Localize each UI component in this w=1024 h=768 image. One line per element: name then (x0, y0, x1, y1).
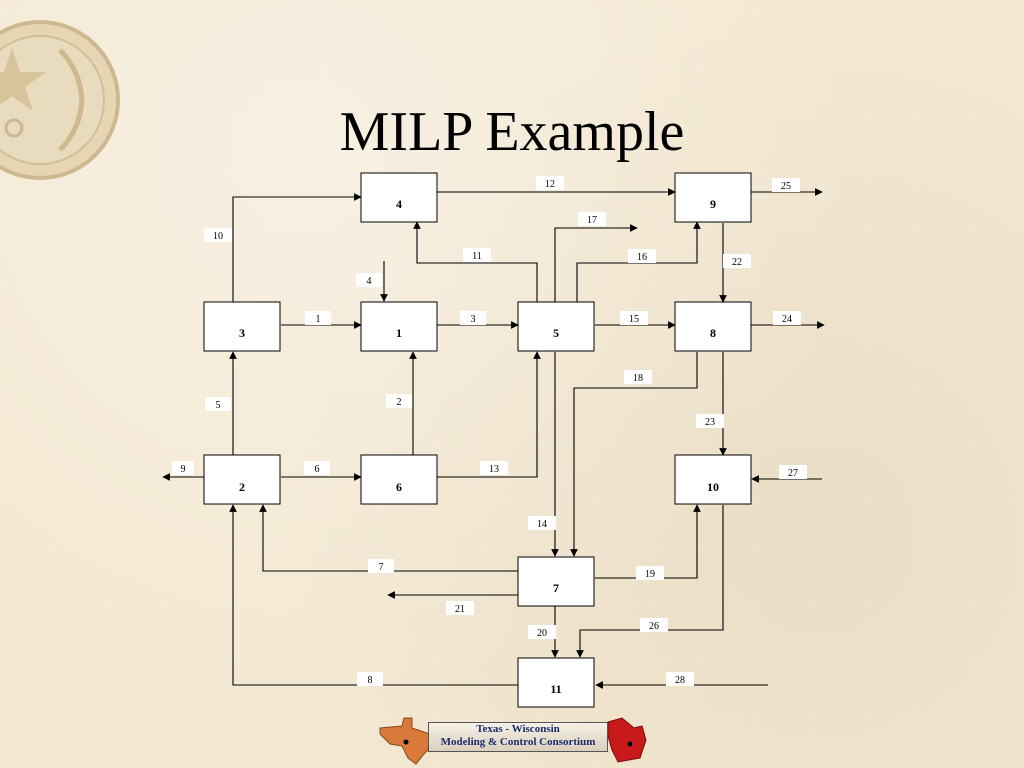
svg-text:25: 25 (781, 181, 791, 192)
svg-text:9: 9 (181, 464, 186, 475)
consortium-name: Texas - Wisconsin Modeling & Control Con… (428, 722, 608, 752)
svg-text:15: 15 (629, 314, 639, 325)
unit-label: 8 (710, 326, 716, 340)
svg-text:8: 8 (368, 675, 373, 686)
unit-label: 5 (553, 326, 559, 340)
unit-7: 7 (517, 556, 595, 607)
unit-6: 6 (360, 454, 438, 505)
svg-text:17: 17 (587, 215, 597, 226)
unit-label: 9 (710, 197, 716, 211)
stream-tag-24: 24 (773, 311, 801, 325)
footer-line-2: Modeling & Control Consortium (440, 736, 596, 748)
svg-text:11: 11 (472, 251, 482, 262)
stream-tags: 1 2 3 4 5 6 7 8 9 10 11 12 13 14 15 16 1… (172, 176, 807, 686)
svg-text:6: 6 (315, 464, 320, 475)
stream-tag-20: 20 (528, 625, 556, 639)
stream-tag-25: 25 (772, 178, 800, 192)
stream-line-8 (229, 504, 518, 686)
unit-10: 10 (674, 454, 752, 505)
unit-11: 11 (517, 657, 595, 708)
stream-tag-9: 9 (172, 461, 194, 475)
unit-3: 3 (203, 301, 281, 352)
svg-text:1: 1 (316, 314, 321, 325)
unit-label: 11 (550, 682, 561, 696)
stream-line-7 (259, 504, 518, 572)
stream-tag-23: 23 (696, 414, 724, 428)
svg-text:18: 18 (633, 373, 643, 384)
stream-tag-13: 13 (480, 461, 508, 475)
svg-text:27: 27 (788, 468, 798, 479)
stream-tag-22: 22 (723, 254, 751, 268)
stream-tag-18: 18 (624, 370, 652, 384)
stream-tag-1: 1 (305, 311, 331, 325)
svg-text:22: 22 (732, 257, 742, 268)
stream-tag-17: 17 (578, 212, 606, 226)
stream-tag-19: 19 (636, 566, 664, 580)
stream-line-13 (437, 351, 541, 478)
stream-tag-27: 27 (779, 465, 807, 479)
svg-text:2: 2 (397, 397, 402, 408)
unit-2: 2 (203, 454, 281, 505)
unit-label: 7 (553, 581, 559, 595)
stream-tag-11: 11 (463, 248, 491, 262)
stream-tag-3: 3 (460, 311, 486, 325)
svg-text:16: 16 (637, 252, 647, 263)
svg-text:3: 3 (471, 314, 476, 325)
stream-line-17 (554, 224, 638, 302)
svg-text:4: 4 (367, 276, 372, 287)
svg-text:12: 12 (545, 179, 555, 190)
stream-tag-12: 12 (536, 176, 564, 190)
consortium-logo (379, 717, 647, 765)
svg-text:26: 26 (649, 621, 659, 632)
stream-line-18 (570, 352, 698, 557)
svg-text:24: 24 (782, 314, 792, 325)
stream-tag-26: 26 (640, 618, 668, 632)
svg-text:7: 7 (379, 562, 384, 573)
stream-tag-5: 5 (205, 397, 231, 411)
svg-text:13: 13 (489, 464, 499, 475)
stream-tag-21: 21 (446, 601, 474, 615)
unit-4: 4 (360, 172, 438, 223)
unit-label: 6 (396, 480, 402, 494)
stream-line-26 (576, 505, 724, 658)
unit-boxes: 4 9 3 1 5 8 2 6 10 7 11 (203, 172, 752, 708)
svg-text:19: 19 (645, 569, 655, 580)
stream-tag-15: 15 (620, 311, 648, 325)
stream-tag-8: 8 (357, 672, 383, 686)
stream-tag-28: 28 (666, 672, 694, 686)
stream-tag-7: 7 (368, 559, 394, 573)
texas-seal-watermark (0, 20, 120, 180)
wisconsin-map-icon (607, 717, 647, 763)
unit-label: 10 (707, 480, 719, 494)
stream-line-10 (232, 193, 362, 302)
stream-tag-4: 4 (356, 273, 382, 287)
stream-line-19 (595, 504, 701, 579)
svg-text:5: 5 (216, 400, 221, 411)
unit-8: 8 (674, 301, 752, 352)
unit-label: 4 (396, 197, 402, 211)
stream-lines (162, 188, 825, 689)
svg-text:23: 23 (705, 417, 715, 428)
unit-9: 9 (674, 172, 752, 223)
stream-line-11 (413, 221, 538, 302)
svg-text:20: 20 (537, 628, 547, 639)
slide-title: MILP Example (339, 101, 685, 163)
unit-5: 5 (517, 301, 595, 352)
stream-tag-14: 14 (528, 516, 556, 530)
stream-tag-10: 10 (204, 228, 232, 242)
unit-label: 2 (239, 480, 245, 494)
stream-tag-2: 2 (386, 394, 412, 408)
unit-label: 3 (239, 326, 245, 340)
stream-tag-6: 6 (304, 461, 330, 475)
unit-1: 1 (360, 301, 438, 352)
svg-text:10: 10 (213, 231, 223, 242)
svg-text:21: 21 (455, 604, 465, 615)
svg-text:14: 14 (537, 519, 547, 530)
footer-line-1: Texas - Wisconsin (476, 723, 560, 735)
unit-label: 1 (396, 326, 402, 340)
stream-tag-16: 16 (628, 249, 656, 263)
svg-text:28: 28 (675, 675, 685, 686)
